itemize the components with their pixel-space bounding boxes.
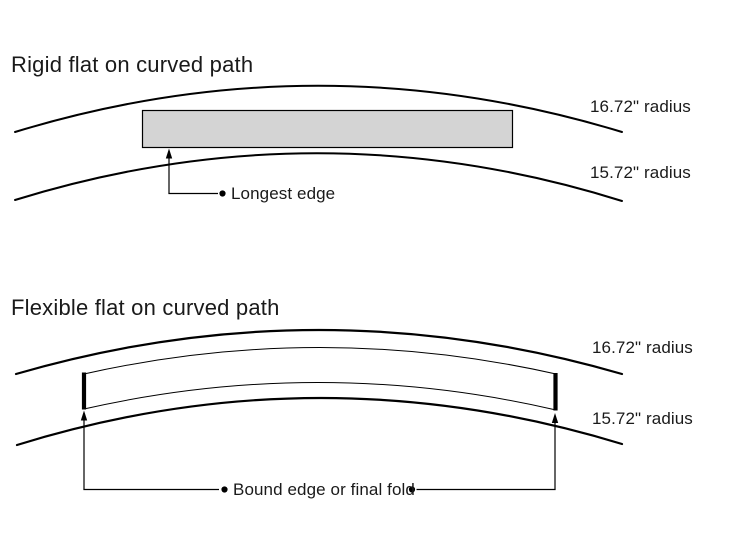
flexible-diagram: [14, 328, 624, 493]
rigid-outer-radius-label: 16.72" radius: [590, 97, 691, 116]
longest-edge-callout: [165, 148, 226, 197]
bound-edge-label: Bound edge or final fold: [233, 480, 415, 499]
arrowhead-up-left-icon: [80, 410, 88, 421]
rigid-diagram-title: Rigid flat on curved path: [11, 52, 254, 77]
flexible-inner-radius-label: 15.72" radius: [592, 409, 693, 428]
rigid-inner-radius-label: 15.72" radius: [590, 163, 691, 182]
rigid-flat-panel: [141, 109, 514, 149]
flex-band-bottom-edge: [83, 382, 557, 411]
flex-band-top-edge: [83, 347, 557, 375]
bound-edge-callout: [80, 410, 559, 493]
arrowhead-up-right-icon: [551, 413, 559, 423]
arrowhead-up-icon: [165, 148, 173, 159]
flexible-diagram-title: Flexible flat on curved path: [11, 295, 280, 320]
flexible-inner-arc: [15, 396, 624, 447]
flexible-outer-radius-label: 16.72" radius: [592, 338, 693, 357]
rigid-outer-arc: [14, 84, 623, 133]
right-callout-bullet-icon: [408, 486, 416, 493]
rigid-inner-arc: [14, 152, 623, 202]
flexible-outer-arc: [14, 328, 624, 376]
left-callout-bullet-icon: [221, 486, 228, 493]
longest-edge-label: Longest edge: [231, 184, 336, 203]
callout-bullet-icon: [219, 190, 226, 197]
rigid-diagram: [14, 84, 623, 202]
